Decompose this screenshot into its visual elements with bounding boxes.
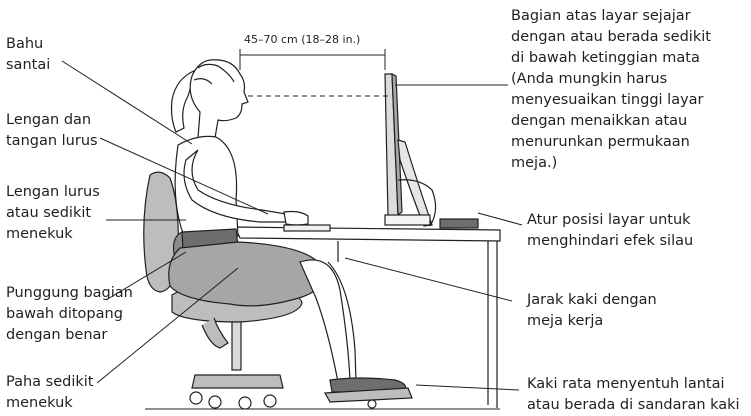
label-glare: Atur posisi layar untuk menghindari efek… <box>527 212 694 249</box>
label-clearance: Jarak kaki dengan meja kerja <box>527 292 657 329</box>
label-arms: Lengan lurus atau sedikit menekuk <box>6 184 100 242</box>
label-lower-back: Punggung bagian bawah ditopang dengan be… <box>6 285 133 343</box>
leader-lines <box>61 60 523 391</box>
distance-label: 45–70 cm (18–28 in.) <box>244 33 361 46</box>
monitor <box>384 73 479 229</box>
label-shoulders: Bahu santai <box>6 36 51 73</box>
seated-person <box>168 59 413 409</box>
label-screen-top: Bagian atas layar sejajar dengan atau be… <box>511 8 711 171</box>
label-feet: Kaki rata menyentuh lantai atau berada d… <box>527 376 740 413</box>
distance-dimension <box>239 49 386 70</box>
label-forearms: Lengan dan tangan lurus <box>6 112 98 149</box>
label-thighs: Paha sedikit menekuk <box>6 374 94 411</box>
